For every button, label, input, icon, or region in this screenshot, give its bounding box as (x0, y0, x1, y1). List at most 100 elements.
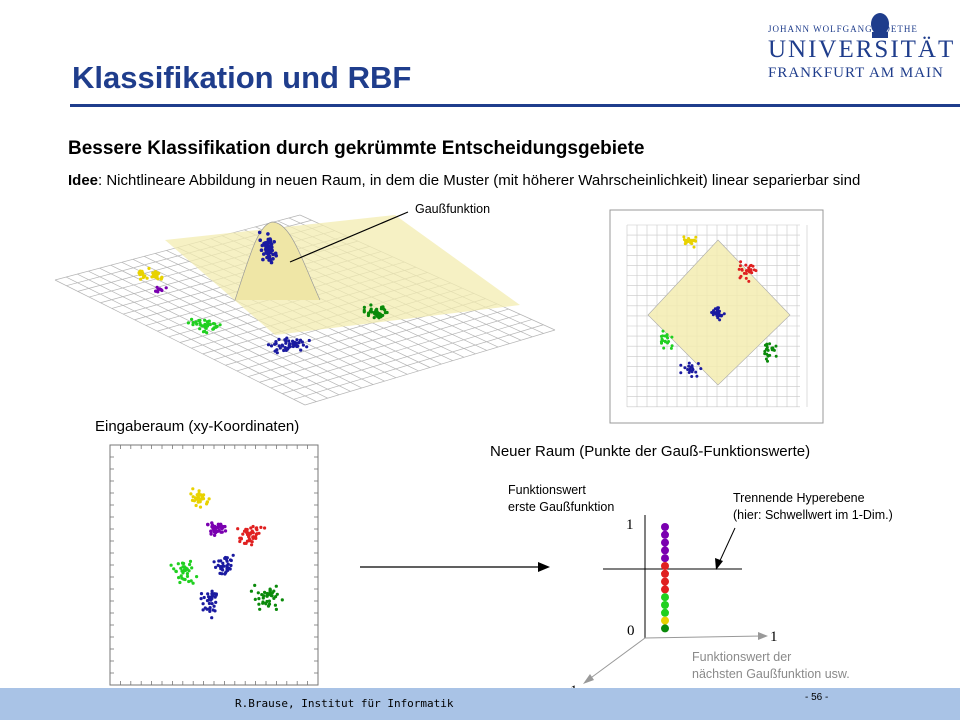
cluster-point (207, 497, 211, 501)
section-heading: Bessere Klassifikation durch gekrümmte E… (68, 138, 645, 159)
cluster-point (244, 530, 248, 534)
cluster-point (688, 238, 692, 242)
cluster-point (738, 276, 742, 280)
cluster-point (191, 487, 195, 491)
cluster-point (178, 580, 182, 585)
cluster-point (181, 571, 185, 575)
cluster-point (254, 536, 258, 541)
goethe-portrait-icon (871, 13, 889, 38)
gauss-function-label: Gaußfunktion (415, 202, 491, 216)
cluster-point (263, 243, 268, 248)
cluster-point (251, 536, 255, 541)
cluster-point (766, 348, 770, 352)
cluster-point (266, 343, 271, 347)
cluster-point (199, 493, 203, 497)
cluster-point (683, 242, 687, 246)
cluster-point (192, 499, 196, 503)
cluster-point (182, 561, 186, 566)
cluster-point (190, 498, 195, 502)
axis-one-right: 1 (770, 629, 778, 645)
cluster-point (213, 595, 217, 599)
cluster-point (201, 497, 206, 501)
cluster-point (176, 562, 180, 566)
cluster-point (205, 500, 209, 504)
cluster-point (195, 322, 199, 326)
cluster-point (210, 602, 214, 606)
cluster-point (138, 273, 142, 277)
cluster-point (765, 352, 769, 356)
feature-value-point (661, 523, 669, 531)
cluster-point (670, 335, 674, 339)
cluster-point (368, 309, 373, 313)
feature-value-point (661, 608, 669, 617)
cluster-point (679, 363, 683, 367)
cluster-point (718, 314, 721, 318)
cluster-point (272, 596, 276, 601)
cluster-point (691, 239, 695, 243)
title-underline (70, 104, 960, 107)
cluster-point (195, 575, 199, 579)
cluster-point (147, 266, 151, 270)
cluster-point (713, 311, 717, 315)
cluster-point (138, 269, 142, 273)
cluster-point (207, 595, 211, 599)
cluster-point (227, 566, 231, 571)
cluster-point (716, 314, 720, 318)
cluster-point (210, 592, 214, 596)
cluster-point (229, 563, 233, 568)
cluster-point (199, 592, 204, 596)
cluster-point (154, 289, 158, 293)
cluster-point (684, 240, 688, 244)
cluster-point (295, 344, 299, 349)
cluster-point (715, 311, 719, 315)
cluster-point (203, 318, 207, 322)
cluster-point (274, 607, 278, 612)
cluster-point (211, 594, 215, 598)
cluster-point (172, 567, 176, 571)
cluster-point (218, 571, 222, 576)
cluster-point (269, 593, 273, 598)
cluster-point (205, 502, 209, 506)
cluster-point (220, 572, 224, 576)
cluster-point (266, 243, 270, 247)
cluster-point (208, 609, 212, 614)
cluster-point (269, 260, 274, 265)
cluster-point (720, 313, 724, 317)
cluster-point (267, 250, 272, 254)
cluster-point (198, 499, 202, 503)
cluster-point (153, 270, 157, 274)
cluster-point (249, 589, 253, 593)
cluster-point (265, 255, 269, 260)
cluster-point (190, 566, 194, 570)
cluster-point (211, 327, 215, 331)
cluster-point (238, 539, 242, 544)
cluster-point (203, 324, 207, 328)
cluster-point (687, 237, 691, 240)
cluster-point (287, 343, 291, 347)
cluster-point (267, 254, 272, 259)
cluster-point (248, 539, 252, 543)
cluster-point (280, 598, 284, 602)
cluster-point (739, 260, 743, 264)
cluster-point (210, 521, 214, 525)
cluster-point (228, 558, 233, 562)
cluster-point (269, 258, 273, 262)
cluster-point (716, 308, 720, 312)
cluster-point (717, 306, 720, 310)
cluster-point (180, 561, 185, 565)
cluster-point (262, 252, 266, 256)
cluster-point (690, 239, 694, 243)
cluster-point (366, 312, 371, 316)
cluster-point (714, 312, 718, 316)
cluster-point (268, 250, 273, 255)
cluster-point (224, 571, 228, 575)
cluster-point (205, 599, 210, 603)
cluster-point (716, 309, 720, 313)
cluster-point (744, 272, 748, 275)
cluster-point (665, 335, 669, 339)
cluster-point (141, 273, 145, 277)
cluster-point (200, 324, 204, 328)
cluster-point (295, 338, 299, 342)
cluster-point (215, 324, 219, 329)
